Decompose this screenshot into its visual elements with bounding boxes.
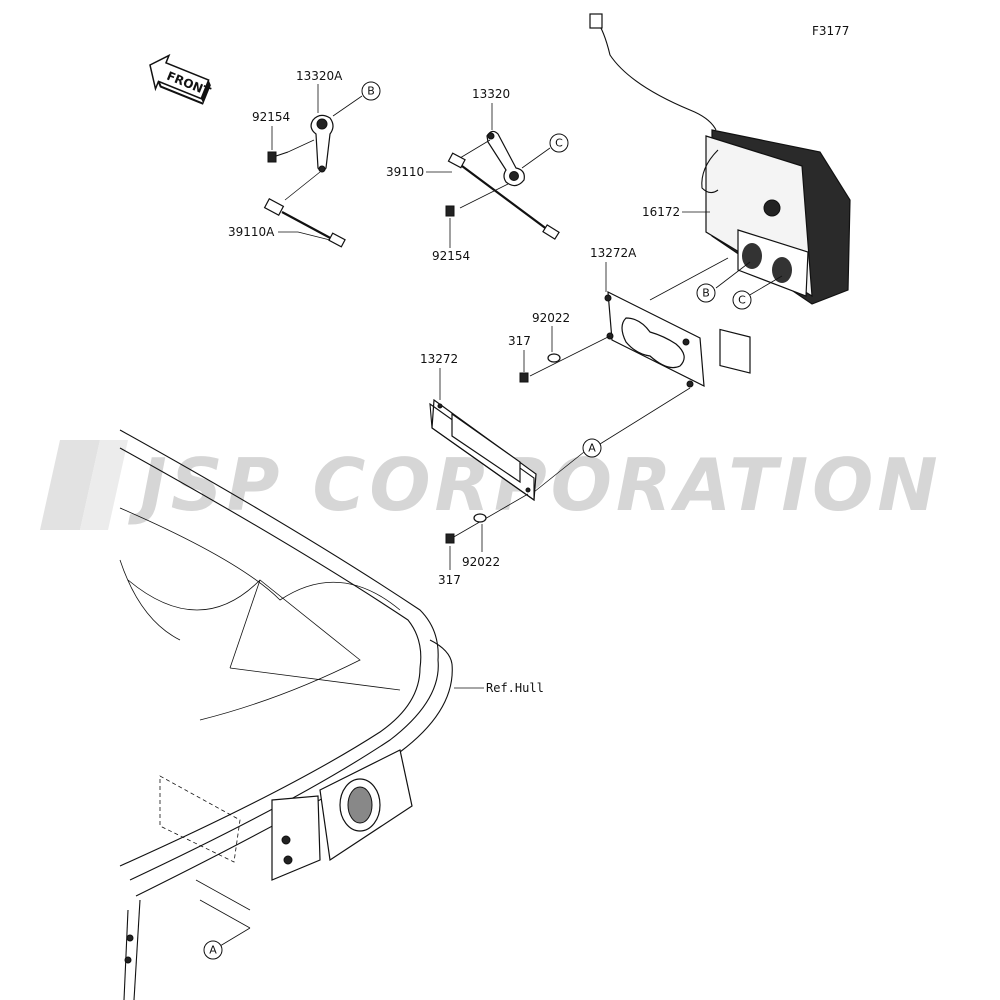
label-13320: 13320	[472, 87, 510, 101]
svg-text:C: C	[555, 137, 563, 150]
nut-317-top	[519, 372, 529, 383]
nut-317-bottom	[445, 533, 455, 544]
callout-a-hull: A	[203, 940, 223, 960]
label-317-top: 317	[508, 334, 531, 348]
hull-reference	[119, 429, 453, 1000]
label-92022-bottom: 92022	[462, 555, 500, 569]
lever-13320	[486, 130, 525, 187]
lever-13320a	[310, 114, 334, 173]
callout-c-meter: C	[732, 290, 752, 310]
label-39110: 39110	[386, 165, 424, 179]
callout-b-left: B	[361, 81, 381, 101]
label-92022-top: 92022	[532, 311, 570, 325]
svg-text:A: A	[209, 944, 217, 957]
svg-text:A: A	[588, 442, 596, 455]
label-317-bottom: 317	[438, 573, 461, 587]
rod-39110	[447, 152, 560, 240]
label-13320a: 13320A	[296, 69, 343, 83]
label-ref-hull: Ref.Hull	[486, 681, 544, 695]
svg-text:B: B	[702, 287, 710, 300]
front-arrow-icon: FRONT	[149, 53, 213, 105]
figure-code: F3177	[812, 24, 849, 38]
label-92154-left: 92154	[252, 110, 290, 124]
callout-a-gasket: A	[582, 438, 602, 458]
label-39110a: 39110A	[228, 225, 275, 239]
label-92154-mid: 92154	[432, 249, 470, 263]
callout-c-mid: C	[549, 133, 569, 153]
svg-text:C: C	[738, 294, 746, 307]
label-13272: 13272	[420, 352, 458, 366]
washer-92022-top	[547, 353, 561, 363]
gasket-13272	[429, 398, 537, 502]
label-13272a: 13272A	[590, 246, 637, 260]
rod-39110a	[263, 198, 346, 248]
washer-92022-bottom	[473, 513, 487, 523]
bracket-13272a	[604, 290, 705, 388]
bolt-92154-left	[267, 151, 289, 163]
svg-text:B: B	[367, 85, 375, 98]
meter-16172	[589, 13, 851, 374]
bolt-92154-mid	[445, 205, 455, 217]
label-16172: 16172	[642, 205, 680, 219]
callout-b-meter: B	[696, 283, 716, 303]
